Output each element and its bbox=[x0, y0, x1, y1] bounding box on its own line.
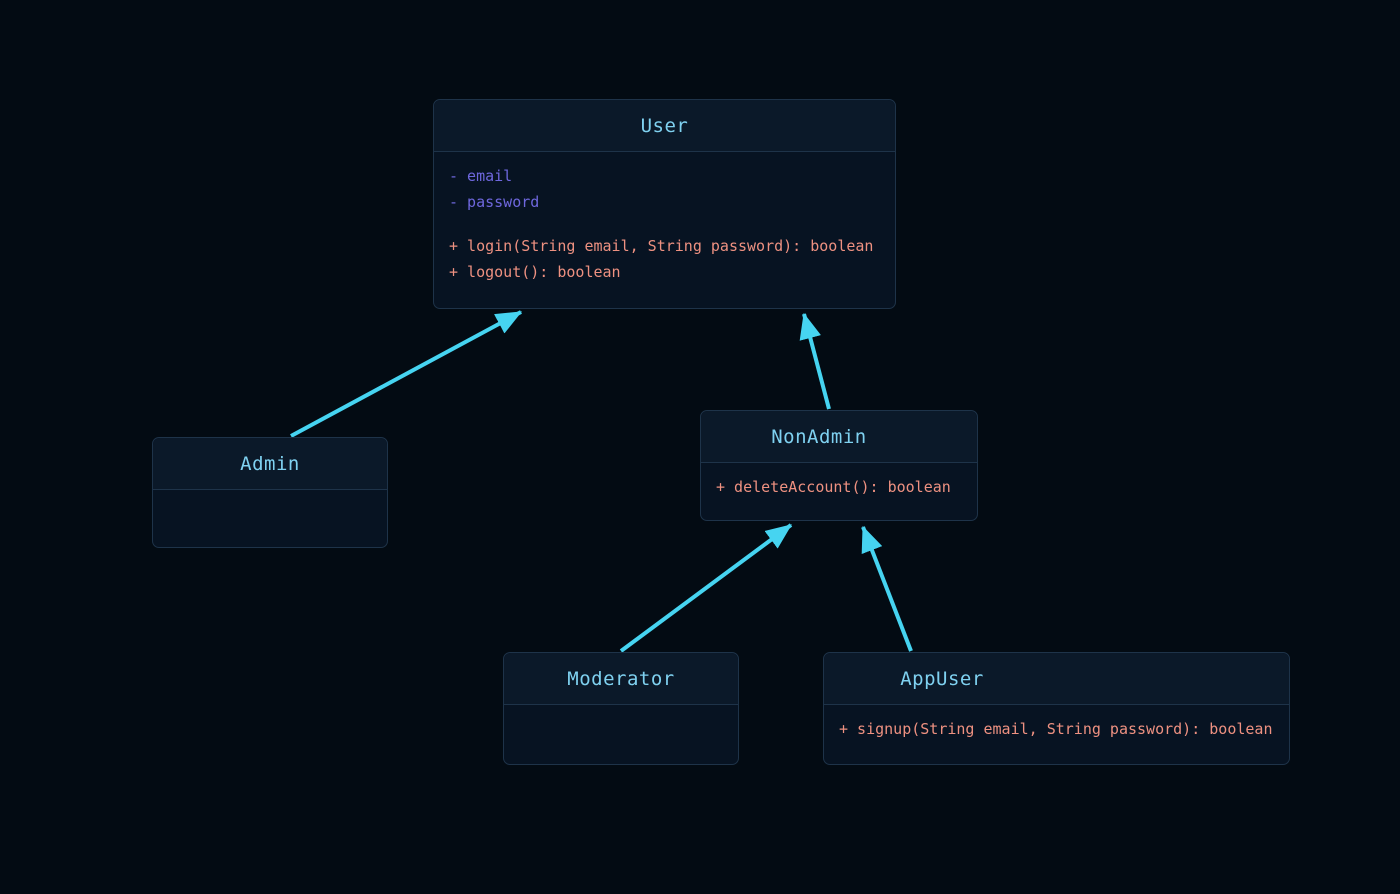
method-logout: + logout(): boolean bbox=[449, 263, 621, 281]
class-box-appuser: AppUser + signup(String email, String pa… bbox=[823, 652, 1290, 765]
class-title-wrap: User bbox=[434, 115, 895, 137]
class-title-wrap: Moderator bbox=[504, 668, 738, 690]
class-title-wrap: NonAdmin bbox=[701, 426, 937, 448]
class-title-wrap: Admin bbox=[153, 453, 387, 475]
class-header: NonAdmin bbox=[701, 411, 977, 463]
attribute-password: - password bbox=[449, 193, 540, 211]
class-box-user: User - email - password + login(String e… bbox=[433, 99, 896, 309]
method-signup: + signup(String email, String password):… bbox=[839, 720, 1273, 738]
class-name-admin: Admin bbox=[240, 452, 300, 475]
member-spacer bbox=[449, 215, 880, 233]
class-box-admin: Admin bbox=[152, 437, 388, 548]
class-header: Moderator bbox=[504, 653, 738, 705]
class-body bbox=[153, 490, 387, 547]
attribute-email: - email bbox=[449, 167, 513, 185]
inheritance-arrow-appuser-nonadmin bbox=[861, 525, 913, 652]
class-title-wrap: AppUser bbox=[824, 668, 1060, 690]
class-header: AppUser bbox=[824, 653, 1289, 705]
method-login: + login(String email, String password): … bbox=[449, 237, 874, 255]
class-body bbox=[504, 705, 738, 764]
class-header: Admin bbox=[153, 438, 387, 490]
class-body: + deleteAccount(): boolean bbox=[701, 463, 977, 520]
inheritance-arrow-moderator-nonadmin bbox=[619, 523, 793, 653]
class-name-appuser: AppUser bbox=[900, 667, 984, 690]
class-body: - email - password + login(String email,… bbox=[434, 152, 895, 308]
class-body: + signup(String email, String password):… bbox=[824, 705, 1289, 764]
method-delete-account: + deleteAccount(): boolean bbox=[716, 478, 951, 496]
inheritance-arrow-nonadmin-user bbox=[799, 312, 831, 410]
class-name-user: User bbox=[640, 114, 689, 137]
inheritance-arrow-admin-user bbox=[290, 310, 523, 438]
class-box-nonadmin: NonAdmin + deleteAccount(): boolean bbox=[700, 410, 978, 521]
class-header: User bbox=[434, 100, 895, 152]
class-name-moderator: Moderator bbox=[567, 667, 675, 690]
class-box-moderator: Moderator bbox=[503, 652, 739, 765]
class-name-nonadmin: NonAdmin bbox=[771, 425, 867, 448]
